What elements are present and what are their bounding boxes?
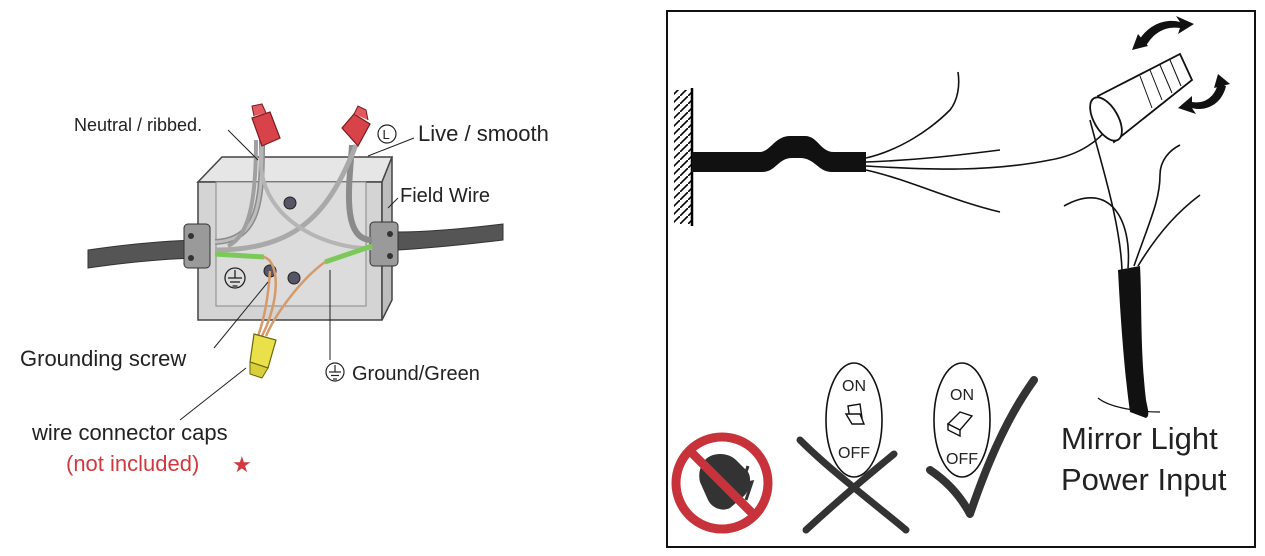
switch-off-correct: ON OFF xyxy=(933,362,991,478)
yellow-wire-cap-icon xyxy=(249,333,277,379)
check-mark-icon xyxy=(926,376,1038,518)
switch-wrong-on-label: ON xyxy=(842,378,866,395)
wall-cable xyxy=(692,71,1111,213)
ground-green-label: Ground/Green xyxy=(352,363,480,385)
field-wire-label: Field Wire xyxy=(400,185,490,207)
switch-on-wrong: ON OFF xyxy=(825,362,883,478)
wall-hatch xyxy=(674,88,694,226)
power-input-label-line1: Mirror Light xyxy=(1061,421,1218,456)
junction-box-illustration xyxy=(87,103,504,421)
cross-mark-icon xyxy=(796,436,910,534)
live-label: Live / smooth xyxy=(418,121,549,146)
switch-wrong-off-label: OFF xyxy=(838,445,870,462)
not-included-label: (not included) xyxy=(66,451,199,476)
no-touch-electric-icon xyxy=(671,432,773,534)
power-input-cable xyxy=(1063,119,1201,418)
wire-connector-icon xyxy=(1089,52,1194,144)
ground-symbol-icon xyxy=(224,267,246,289)
switch-right-on-label: ON xyxy=(950,387,974,404)
red-wire-cap-neutral-icon xyxy=(251,103,281,147)
grounding-screw-label: Grounding screw xyxy=(20,346,186,371)
connector-caps-label: wire connector caps xyxy=(31,420,228,445)
rotate-arrow-icon xyxy=(1132,16,1230,114)
live-symbol-icon: L xyxy=(377,124,397,144)
red-wire-cap-live-icon xyxy=(341,105,371,148)
switch-right-off-label: OFF xyxy=(946,451,978,468)
live-symbol-text: L xyxy=(383,127,390,142)
power-input-label-line2: Power Input xyxy=(1061,462,1227,497)
neutral-label: Neutral / ribbed. xyxy=(74,115,202,135)
ground-label-symbol-icon xyxy=(325,362,345,382)
star-icon: ★ xyxy=(232,453,252,478)
